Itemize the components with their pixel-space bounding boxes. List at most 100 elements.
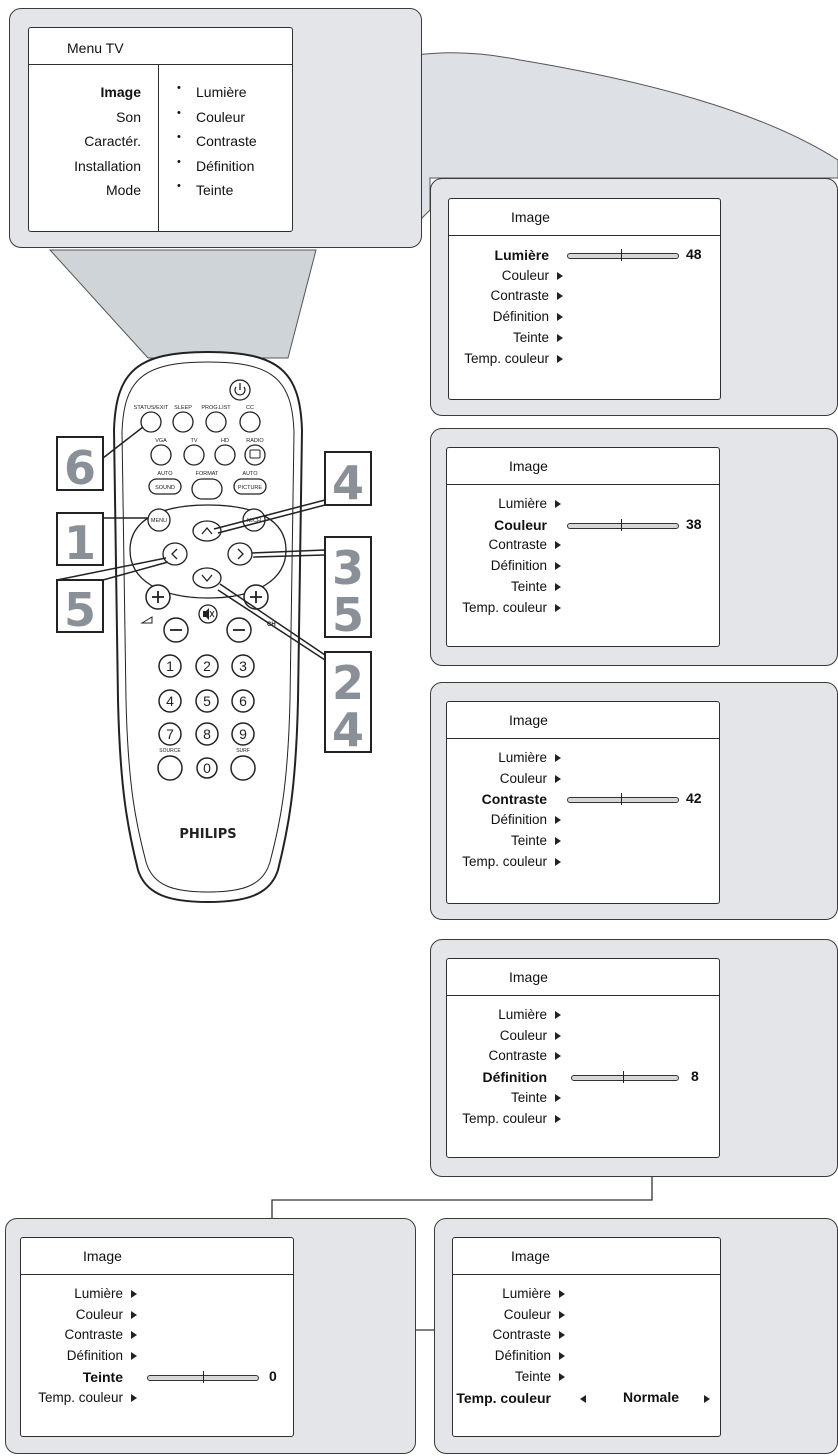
tv-menu-option-lumi-re[interactable]: Lumière [196, 84, 247, 100]
menu-button[interactable] [147, 508, 171, 532]
image-menu-row[interactable]: Contraste [447, 1048, 561, 1063]
image-menu-row[interactable]: Définition [447, 1069, 547, 1085]
callout-line [217, 504, 326, 534]
digit-label: 7 [166, 726, 174, 742]
image-menu-row[interactable]: Lumière [449, 247, 549, 263]
image-menu-row[interactable]: Contraste [21, 1327, 137, 1342]
digit-button[interactable] [158, 722, 182, 746]
image-menu-row[interactable]: Temp. couleur [21, 1390, 137, 1405]
image-menu-item-label: Temp. couleur [462, 599, 547, 615]
value-slider[interactable] [571, 1071, 679, 1084]
vga-button[interactable] [150, 444, 172, 466]
image-menu-row[interactable]: Lumière [447, 750, 561, 765]
surf-button[interactable] [230, 755, 256, 781]
image-menu-item-label: Teinte [512, 329, 549, 345]
image-menu-row[interactable]: Teinte [447, 833, 561, 848]
image-menu-row[interactable]: Teinte [453, 1369, 565, 1384]
up-button[interactable] [192, 520, 222, 542]
image-menu-row[interactable]: Couleur [449, 268, 563, 283]
tv-menu-item-caract-r-[interactable]: Caractér. [84, 133, 141, 149]
value-slider[interactable] [567, 249, 679, 261]
hd-button[interactable] [214, 444, 236, 466]
image-menu-row[interactable]: Temp. couleur [447, 854, 561, 869]
image-menu-row[interactable]: Contraste [449, 288, 563, 303]
source-button[interactable] [157, 755, 183, 781]
image-menu-row[interactable]: Contraste [447, 537, 561, 552]
submenu-arrow-icon [555, 1052, 561, 1061]
plus-icon [250, 591, 262, 603]
image-menu-row[interactable]: Lumière [447, 496, 561, 511]
prog-list-button[interactable] [205, 411, 227, 433]
value-slider[interactable] [567, 793, 679, 806]
right-button[interactable] [227, 542, 253, 566]
auto-sound-label: AUTO [157, 471, 173, 477]
format-button[interactable] [191, 478, 223, 500]
tv-button[interactable] [183, 444, 205, 466]
value-slider[interactable] [147, 1370, 259, 1383]
bullet: • [177, 180, 181, 192]
image-menu-row[interactable]: Définition [21, 1348, 137, 1363]
step-box-1[interactable] [56, 512, 104, 566]
radio-button[interactable] [244, 444, 266, 466]
image-menu-row[interactable]: Contraste [453, 1327, 565, 1342]
image-menu-row[interactable]: Lumière [453, 1286, 565, 1301]
digit-button[interactable] [158, 689, 182, 713]
down-button[interactable] [192, 567, 222, 589]
tv-menu-option-contraste[interactable]: Contraste [196, 133, 257, 149]
sleep-button[interactable] [172, 411, 194, 433]
digit-button[interactable] [231, 654, 255, 678]
digit-button[interactable] [196, 757, 218, 779]
digit-button[interactable] [195, 654, 219, 678]
next-option-icon[interactable] [704, 1394, 710, 1403]
callout-line [56, 557, 167, 581]
image-menu-row[interactable]: Définition [447, 558, 561, 573]
image-menu-row[interactable]: Teinte [447, 1090, 561, 1105]
tv-menu-option-d-finition[interactable]: Définition [196, 157, 255, 174]
image-menu-row[interactable]: Temp. couleur [453, 1390, 551, 1406]
format-label: FORMAT [196, 471, 219, 477]
image-menu-row[interactable]: Couleur [447, 771, 561, 786]
image-menu-row[interactable]: Temp. couleur [447, 1111, 561, 1126]
image-menu-row[interactable]: Temp. couleur [449, 351, 563, 366]
image-menu-row[interactable]: Temp. couleur [447, 600, 561, 615]
tv-menu-item-installation[interactable]: Installation [74, 157, 141, 174]
status-exit-button[interactable] [140, 411, 162, 433]
submenu-arrow-icon [131, 1290, 137, 1298]
callout-line [252, 554, 326, 558]
image-menu-row[interactable]: Couleur [447, 517, 547, 533]
tv-menu-item-son[interactable]: Son [116, 108, 141, 125]
image-menu-row[interactable]: Teinte [449, 330, 563, 345]
digit-button[interactable] [195, 722, 219, 746]
image-menu-row[interactable]: Lumière [447, 1007, 561, 1022]
digit-button[interactable] [195, 689, 219, 713]
tv-menu-option-teinte[interactable]: Teinte [196, 182, 234, 198]
image-menu-row[interactable]: Teinte [21, 1369, 123, 1385]
tv-menu-item-image[interactable]: Image [100, 84, 141, 100]
up-arrow-icon [201, 526, 213, 535]
tv-menu-option-couleur[interactable]: Couleur [196, 108, 246, 125]
digit-label: 3 [239, 658, 247, 674]
digit-label: 0 [203, 760, 211, 776]
digit-button[interactable] [231, 722, 255, 746]
digit-button[interactable] [158, 654, 182, 678]
image-menu-row[interactable]: Couleur [453, 1307, 565, 1322]
image-menu-row[interactable]: Teinte [447, 579, 561, 594]
tv-menu-divider [29, 64, 292, 65]
image-menu-row[interactable]: Définition [453, 1348, 565, 1363]
image-menu-row[interactable]: Couleur [447, 1028, 561, 1043]
image-menu-row[interactable]: Contraste [447, 791, 547, 807]
digit-button[interactable] [231, 689, 255, 713]
image-menu-row[interactable]: Définition [449, 309, 563, 324]
left-button[interactable] [162, 542, 188, 566]
previous-option-icon[interactable] [580, 1394, 586, 1403]
image-menu-row[interactable]: Couleur [21, 1307, 137, 1322]
tv-menu-item-mode[interactable]: Mode [105, 182, 141, 198]
picture-button[interactable] [233, 478, 267, 495]
surf-label: SURF [236, 748, 250, 754]
image-menu-row[interactable]: Lumière [21, 1286, 137, 1301]
cc-button[interactable] [239, 411, 261, 433]
image-menu-divider [447, 738, 719, 739]
sound-button[interactable] [148, 478, 182, 495]
image-menu-row[interactable]: Définition [447, 812, 561, 827]
value-slider[interactable] [567, 518, 679, 531]
